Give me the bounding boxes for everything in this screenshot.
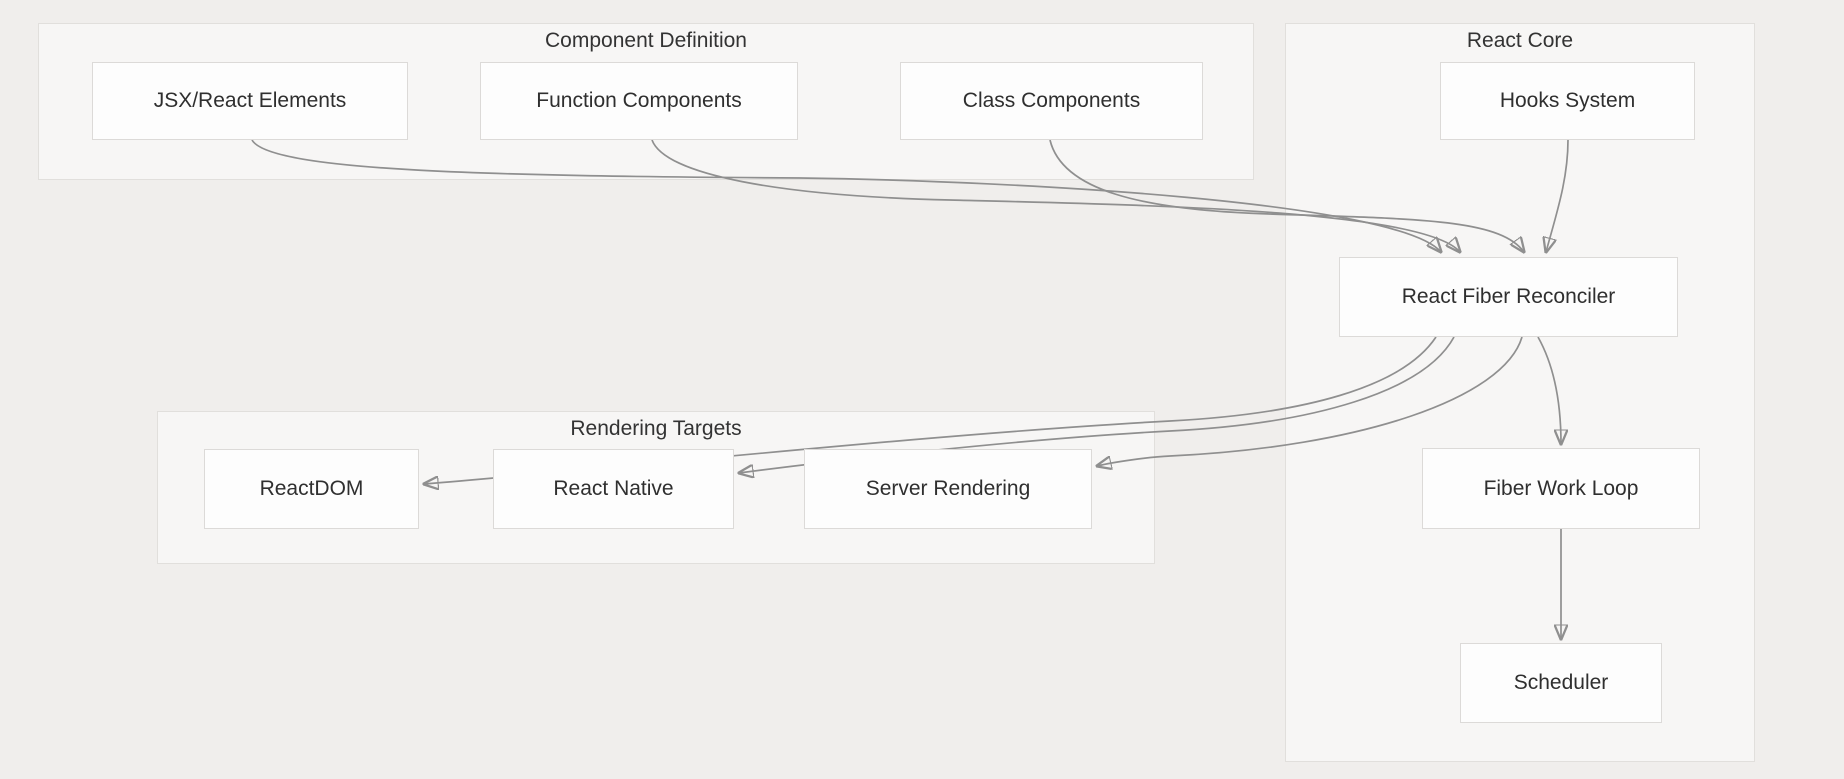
node-hooks-system: Hooks System (1440, 62, 1695, 140)
cluster-rendering-targets-title: Rendering Targets (570, 417, 742, 440)
node-function-components: Function Components (480, 62, 798, 140)
node-class-components: Class Components (900, 62, 1203, 140)
node-reactdom: ReactDOM (204, 449, 419, 529)
node-react-fiber-reconciler: React Fiber Reconciler (1339, 257, 1678, 337)
node-fiber-work-loop: Fiber Work Loop (1422, 448, 1700, 529)
cluster-react-core-title: React Core (1466, 29, 1574, 52)
node-scheduler: Scheduler (1460, 643, 1662, 723)
node-jsx-react-elements: JSX/React Elements (92, 62, 408, 140)
node-react-native: React Native (493, 449, 734, 529)
node-server-rendering: Server Rendering (804, 449, 1092, 529)
cluster-component-definition-title: Component Definition (545, 29, 747, 52)
